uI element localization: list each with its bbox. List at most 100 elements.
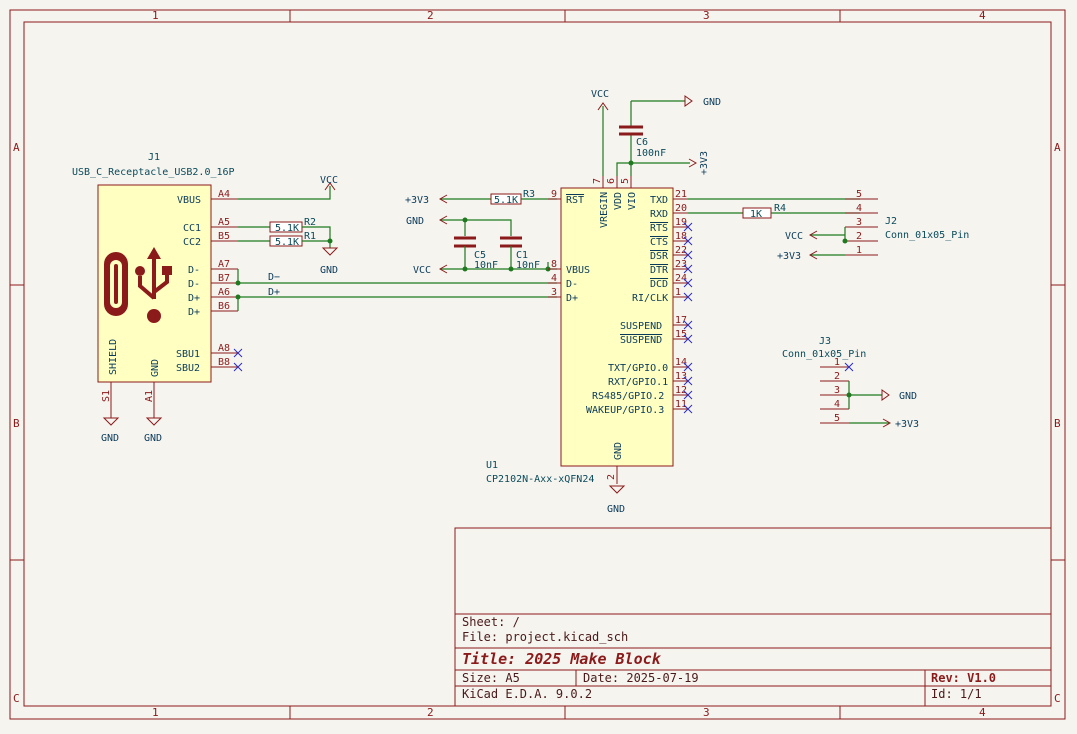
u1-num-18: 18	[675, 231, 687, 242]
r2-ref: R2	[304, 217, 316, 228]
u1-pin-dm: D-	[566, 279, 578, 290]
j1-pin-dm2: D-	[188, 279, 200, 290]
j1-pin-vbus: VBUS	[177, 195, 201, 206]
j3-gnd-net: GND	[846, 381, 917, 409]
j1-num-b8: B8	[218, 357, 230, 368]
col-label-3-bottom: 3	[703, 706, 710, 719]
j3-v33-net: +3V3	[849, 418, 919, 430]
u1-pin-gnd: GND	[613, 442, 624, 460]
j1-num-a8: A8	[218, 343, 230, 354]
row-label-b-right: B	[1054, 417, 1061, 430]
svg-text:GND: GND	[406, 216, 424, 227]
resistor-r2[interactable]: 5.1K R2	[238, 217, 331, 241]
svg-text:+3V3: +3V3	[895, 419, 919, 430]
u1-pin-suspend-17: SUSPEND	[620, 321, 662, 332]
j1-num-a7: A7	[218, 259, 230, 270]
resistor-r1[interactable]: 5.1K R1	[238, 231, 333, 248]
svg-text:+3V3: +3V3	[405, 195, 429, 206]
u1-num-20: 20	[675, 203, 687, 214]
u1-pin-vio: VIO	[627, 192, 638, 210]
c6-value: 100nF	[636, 148, 666, 159]
u1-pin-rxd: RXD	[650, 209, 668, 220]
resistor-r4[interactable]: 1K R4	[688, 203, 860, 220]
u1-pin-rst: RST	[566, 195, 584, 206]
r3-value: 5.1K	[494, 195, 518, 206]
u1-nc-markers	[683, 222, 693, 414]
j3-num-5: 5	[834, 413, 840, 424]
j1-gnd-label: GND	[150, 359, 161, 377]
capacitor-c5[interactable]: C5 10nF	[454, 236, 498, 271]
col-label-2-bottom: 2	[427, 706, 434, 719]
svg-text:VCC: VCC	[785, 231, 803, 242]
j1-pin-sbu2: SBU2	[176, 363, 200, 374]
c6-ref: C6	[636, 137, 648, 148]
u1-pin-suspend-15: SUSPEND	[620, 335, 662, 346]
svg-text:GND: GND	[320, 265, 338, 276]
r4-ref: R4	[774, 203, 786, 214]
u1-cp2102n[interactable]: 9 8 4 3 RST VBUS D- D+ 7 6 5 VREGIN VDD …	[486, 176, 693, 485]
col-label-4-bottom: 4	[979, 706, 986, 719]
u1-pin-ri-clk: RI/CLK	[632, 293, 668, 304]
capacitor-c1[interactable]: C1 10nF	[500, 236, 540, 271]
nc-marker-j3-1	[844, 362, 854, 372]
u1-num-19: 19	[675, 217, 687, 228]
j1-num-a4: A4	[218, 189, 230, 200]
capacitor-c6[interactable]: GND C6 100nF	[619, 95, 721, 163]
row-label-a-right: A	[1054, 141, 1061, 154]
u1-pin-vbus: VBUS	[566, 265, 590, 276]
u1-num-dm: 4	[551, 273, 557, 284]
u1-num-12: 12	[675, 385, 687, 396]
j1-ref: J1	[148, 152, 160, 163]
j2-num-5: 5	[856, 189, 862, 200]
j1-usb-c-connector[interactable]: J1 USB_C_Receptacle_USB2.0_16P VBUS CC1 …	[72, 152, 243, 418]
j2-v33-net: +3V3	[777, 250, 845, 262]
tb-id: Id: 1/1	[931, 687, 982, 701]
j2-num-2: 2	[856, 231, 862, 242]
svg-text:+3V3: +3V3	[699, 151, 710, 175]
j2-value: Conn_01x05_Pin	[885, 230, 969, 241]
r4-value: 1K	[750, 209, 762, 220]
u1-pin-vdd: VDD	[613, 192, 624, 210]
vcc-net-j1: VCC	[238, 175, 338, 200]
svg-text:+3V3: +3V3	[777, 251, 801, 262]
u1-num-14: 14	[675, 357, 687, 368]
u1-num-dp: 3	[551, 287, 557, 298]
j1-num-s1: S1	[101, 390, 112, 402]
j3-num-2: 2	[834, 371, 840, 382]
j1-num-a6: A6	[218, 287, 230, 298]
u1-num-13: 13	[675, 371, 687, 382]
u1-ref: U1	[486, 460, 498, 471]
u1-num-22: 22	[675, 245, 687, 256]
u1-pin-txd: TXD	[650, 195, 668, 206]
j1-shield-label: SHIELD	[108, 339, 119, 375]
net-d-minus: D−	[235, 269, 557, 286]
u1-pin-dp: D+	[566, 293, 578, 304]
j1-pin-dm1: D-	[188, 265, 200, 276]
j2-vcc-net: VCC	[785, 227, 848, 244]
j1-pin-dp2: D+	[188, 307, 200, 318]
j1-value: USB_C_Receptacle_USB2.0_16P	[72, 167, 235, 178]
u1-num-vbus: 8	[551, 259, 557, 270]
u1-num-vdd: 6	[606, 178, 617, 184]
c1-ref: C1	[516, 250, 528, 261]
r3-ref: R3	[523, 189, 535, 200]
svg-text:VCC: VCC	[413, 265, 431, 276]
label-d-minus: D−	[268, 272, 280, 283]
tb-date: Date: 2025-07-19	[583, 671, 699, 685]
j1-pin-cc1: CC1	[183, 223, 201, 234]
svg-text:VCC: VCC	[320, 175, 338, 186]
col-label-2-top: 2	[427, 9, 434, 22]
tb-sheet: Sheet: /	[462, 615, 520, 629]
row-label-a-left: A	[13, 141, 20, 154]
gnd-rail-caps: GND	[406, 215, 512, 236]
j3-connector[interactable]: J3 Conn_01x05_Pin 1 2 3 4 5	[782, 336, 866, 424]
j2-connector[interactable]: 5 4 3 2 1 J2 Conn_01x05_Pin	[845, 189, 969, 256]
tb-size: Size: A5	[462, 671, 520, 685]
u1-value: CP2102N-Axx-xQFN24	[486, 474, 594, 485]
tb-file: File: project.kicad_sch	[462, 630, 628, 644]
j3-num-4: 4	[834, 399, 840, 410]
u1-pin-gpio3: WAKEUP/GPIO.3	[586, 405, 664, 416]
row-label-b-left: B	[13, 417, 20, 430]
resistor-r3[interactable]: +3V3 5.1K R3	[405, 189, 557, 206]
